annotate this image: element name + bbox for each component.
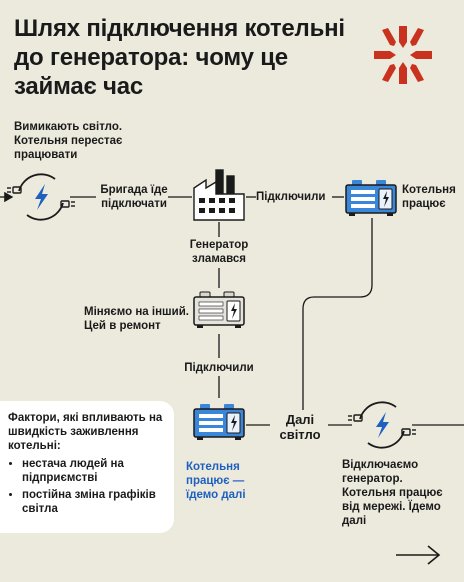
step-generator-broke: Генератор зламався <box>189 239 249 265</box>
factors-heading: Фактори, які впливають на швидкість зажи… <box>8 412 163 452</box>
step-crew-goes: Бригада їде підключати <box>100 184 168 210</box>
arrow-right-icon[interactable] <box>394 540 444 570</box>
generator-icon <box>193 403 245 441</box>
generator-icon <box>345 179 397 217</box>
step-boiler-works-next: Котельня працює — їдемо далі <box>186 461 246 501</box>
list-item: постійна зміна графіків світла <box>22 488 166 516</box>
generator-icon <box>193 291 245 329</box>
step-replace: Міняємо на інший. Цей в ремонт <box>84 306 189 332</box>
factors-list: нестача людей на підприємстві постійна з… <box>8 457 166 516</box>
factors-panel: Фактори, які впливають на швидкість зажи… <box>0 401 174 533</box>
step-power-off: Вимикають світло. Котельня перестає прац… <box>14 121 123 161</box>
power-cycle-icon <box>7 173 75 221</box>
factory-icon <box>193 169 245 221</box>
step-connected-1: Підключили <box>256 191 326 203</box>
page-title: Шлях підключення котельні до генератора:… <box>14 15 345 100</box>
step-further: Далі світло <box>279 412 321 442</box>
list-item: нестача людей на підприємстві <box>22 457 166 485</box>
step-disconnect: Відключаємо генератор. Котельня працює в… <box>342 459 443 527</box>
logo-icon <box>374 26 432 84</box>
step-connected-2: Підключили <box>184 362 254 374</box>
power-cycle-icon <box>348 401 416 449</box>
step-boiler-works: Котельня працює <box>402 184 456 210</box>
